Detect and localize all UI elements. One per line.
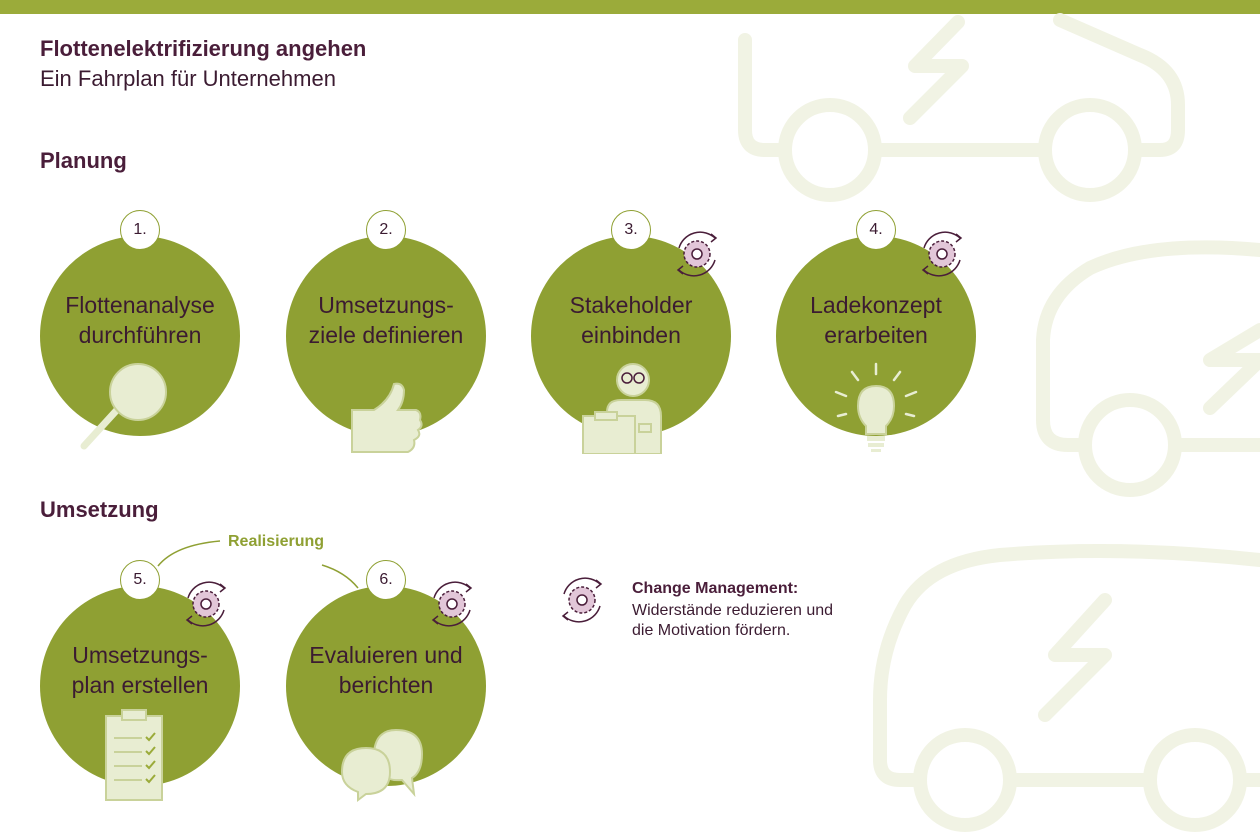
person-with-clipboard-icon bbox=[582, 363, 662, 454]
step-2: 2. Umsetzungs- ziele definieren bbox=[286, 210, 486, 453]
legend-title: Change Management: bbox=[632, 580, 799, 597]
step-number: 5. bbox=[120, 560, 160, 600]
magnifier-icon bbox=[80, 363, 167, 450]
step-label-line1: Umsetzungs- bbox=[72, 642, 208, 668]
step-label-line2: plan erstellen bbox=[71, 672, 209, 698]
step-label-line1: Evaluieren und bbox=[309, 642, 463, 668]
step-label: Evaluieren und berichten bbox=[266, 640, 506, 700]
step-label-line2: ziele definieren bbox=[308, 322, 464, 348]
legend-description: Widerstände reduzieren und die Motivatio… bbox=[632, 601, 833, 641]
step-number: 2. bbox=[366, 210, 406, 250]
step-4: 4. Ladekonzept erarbeiten bbox=[776, 210, 976, 452]
step-label-line2: berichten bbox=[338, 672, 434, 698]
legend-line2: die Motivation fördern. bbox=[632, 622, 791, 639]
page-subtitle: Ein Fahrplan für Unternehmen bbox=[40, 66, 336, 91]
step-1: 1. Flottenanalyse durchführen bbox=[40, 210, 240, 452]
step-number: 1. bbox=[120, 210, 160, 250]
step-label-line2: einbinden bbox=[581, 322, 681, 348]
speech-bubbles-icon bbox=[340, 728, 424, 802]
legend-line1: Widerstände reduzieren und bbox=[632, 602, 834, 619]
step-label: Ladekonzept erarbeiten bbox=[756, 290, 996, 350]
step-6: 6. Evaluieren und berichten bbox=[286, 560, 486, 802]
section-heading-planning: Planung bbox=[40, 148, 127, 173]
page-title: Flottenelektrifizierung angehen bbox=[40, 36, 367, 61]
step-label-line1: Ladekonzept bbox=[810, 292, 942, 318]
step-label: Umsetzungs- ziele definieren bbox=[266, 290, 506, 350]
step-number: 3. bbox=[611, 210, 651, 250]
step-label-line1: Flottenanalyse bbox=[65, 292, 215, 318]
step-number: 6. bbox=[366, 560, 406, 600]
gear-cycle-icon bbox=[921, 231, 963, 277]
step-label: Stakeholder einbinden bbox=[511, 290, 751, 350]
gear-cycle-icon bbox=[676, 231, 718, 277]
step-label-line2: erarbeiten bbox=[824, 322, 928, 348]
gear-cycle-icon bbox=[431, 581, 473, 627]
section-heading-implementation: Umsetzung bbox=[40, 497, 159, 522]
step-number: 4. bbox=[856, 210, 896, 250]
gear-cycle-icon bbox=[185, 581, 227, 627]
step-label: Flottenanalyse durchführen bbox=[20, 290, 260, 350]
thumbs-up-icon bbox=[351, 382, 423, 453]
step-3: 3. Stakeholder einbinden bbox=[531, 210, 731, 454]
checklist-icon bbox=[105, 709, 163, 801]
realisation-label: Realisierung bbox=[228, 533, 325, 550]
step-label-line2: durchführen bbox=[78, 322, 202, 348]
step-label: Umsetzungs- plan erstellen bbox=[20, 640, 260, 700]
light-bulb-icon bbox=[834, 362, 918, 452]
legend-gear-cycle-icon bbox=[561, 577, 603, 623]
step-label-line1: Stakeholder bbox=[569, 292, 693, 318]
step-5: 5. Umsetzungs- plan erstellen bbox=[40, 560, 240, 802]
top-accent-bar bbox=[0, 0, 1260, 14]
step-label-line1: Umsetzungs- bbox=[318, 292, 454, 318]
